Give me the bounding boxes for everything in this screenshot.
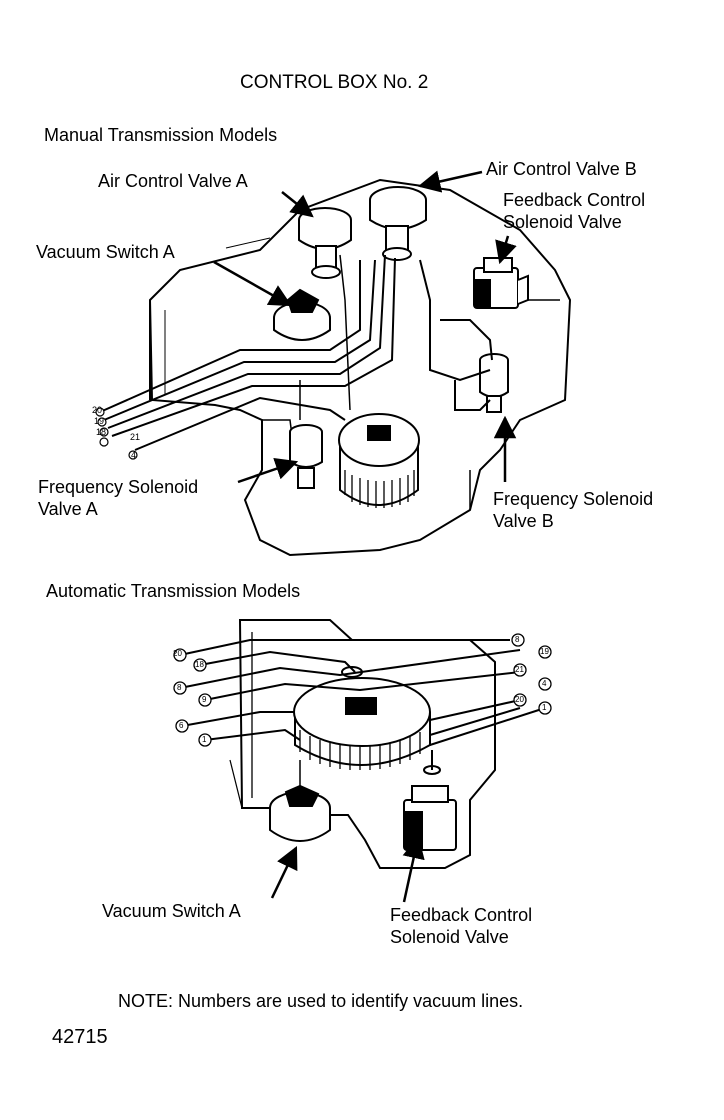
arrow-air-control-valve-a	[281, 191, 314, 218]
label-air-control-valve-a: Air Control Valve A	[98, 171, 248, 191]
manual-line-number: 21	[130, 432, 141, 442]
label-freq-solenoid-a-line2: Valve A	[38, 499, 98, 519]
label-freq-solenoid-a-line1: Frequency Solenoid	[38, 477, 199, 497]
auto-line-number-left: 8	[177, 683, 182, 692]
air-control-valve-a	[298, 207, 352, 279]
vacuum-switch-a	[273, 288, 331, 341]
auto-line-number-right: 20	[515, 695, 524, 704]
auto-label-vacuum-switch-a: Vacuum Switch A	[102, 901, 241, 921]
manual-line-number: 19	[94, 416, 105, 426]
auto-leader-arrows	[270, 835, 425, 903]
auto-line-number-left: 9	[202, 695, 207, 704]
auto-label-feedback-line1: Feedback Control	[390, 905, 533, 925]
manual-leader-arrows	[213, 170, 517, 484]
auto-vacuum-lines	[179, 639, 546, 790]
auto-line-number-right: 1	[542, 703, 547, 712]
manual-vacuum-lines	[99, 254, 493, 451]
auto-feedback-solenoid-valve	[403, 765, 457, 851]
manual-line-number: 4	[131, 450, 137, 460]
arrow-freq-solenoid-a	[237, 457, 299, 484]
manual-line-number: 20	[92, 405, 103, 415]
label-vacuum-switch-a: Vacuum Switch A	[36, 242, 175, 262]
arrow-auto-feedback-solenoid	[402, 835, 425, 903]
auto-line-number-left: 6	[179, 721, 184, 730]
auto-line-number-right: 21	[515, 665, 524, 674]
label-freq-solenoid-b-line2: Valve B	[493, 511, 554, 531]
auto-line-number-left: 1	[202, 735, 207, 744]
auto-air-filter-element	[293, 666, 431, 770]
label-air-control-valve-b: Air Control Valve B	[486, 159, 637, 179]
arrow-air-control-valve-b	[417, 170, 483, 193]
auto-line-number-right: 19	[540, 647, 549, 656]
auto-line-number-left: 20	[173, 649, 182, 658]
label-feedback-solenoid-line2: Solenoid Valve	[503, 212, 622, 232]
manual-heading: Manual Transmission Models	[44, 125, 278, 145]
arrow-auto-vacuum-switch-a	[270, 845, 298, 899]
manual-line-number-circles	[95, 407, 138, 460]
air-control-valve-b	[369, 186, 427, 261]
auto-label-feedback-line2: Solenoid Valve	[390, 927, 509, 947]
arrow-feedback-solenoid	[495, 235, 517, 265]
manual-line-number: 18	[96, 427, 107, 437]
note-text: NOTE: Numbers are used to identify vacuu…	[118, 991, 524, 1011]
auto-line-number-right: 4	[542, 679, 547, 688]
auto-line-number-left: 18	[195, 660, 204, 669]
label-feedback-solenoid-line1: Feedback Control	[503, 190, 646, 210]
leader-lines-thin	[225, 237, 271, 249]
arrow-vacuum-switch-a	[213, 260, 292, 307]
label-freq-solenoid-b-line1: Frequency Solenoid	[493, 489, 654, 509]
auto-line-number-circles	[173, 633, 552, 747]
feedback-solenoid-valve	[473, 257, 529, 309]
freq-solenoid-valve-a	[289, 424, 323, 489]
air-filter-element	[338, 413, 420, 508]
automatic-heading: Automatic Transmission Models	[46, 581, 301, 601]
diagram-title: CONTROL BOX No. 2	[240, 72, 429, 93]
auto-line-number-right: 8	[515, 635, 520, 644]
figure-id: 42715	[52, 1026, 108, 1048]
auto-vacuum-switch-a	[269, 784, 331, 842]
freq-solenoid-valve-b	[479, 353, 509, 413]
